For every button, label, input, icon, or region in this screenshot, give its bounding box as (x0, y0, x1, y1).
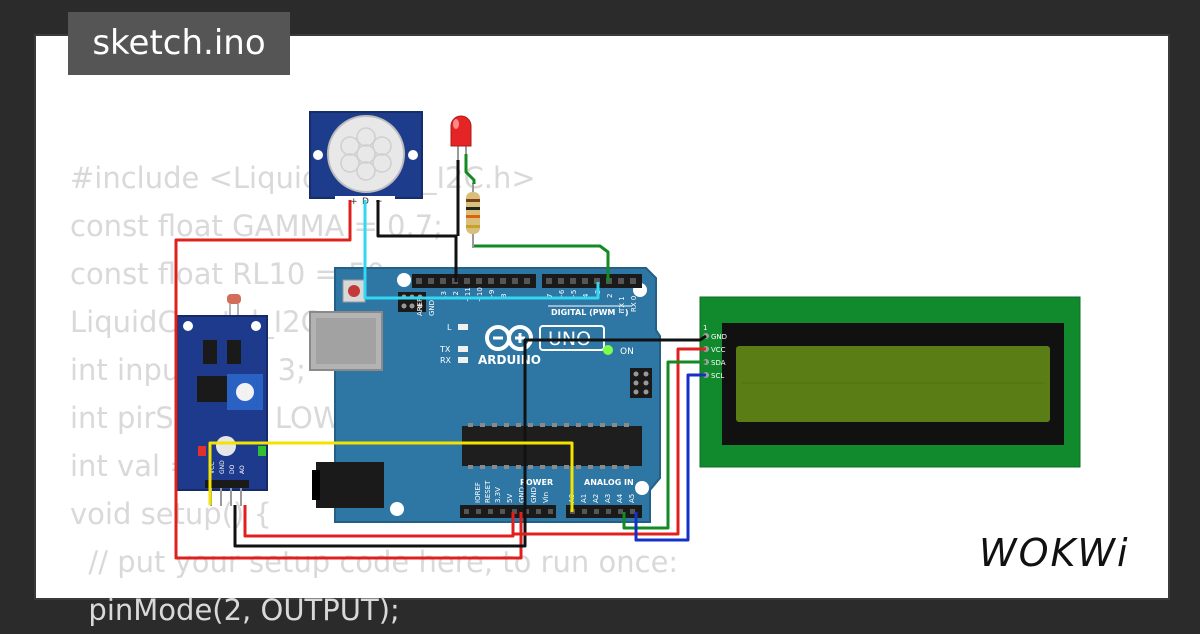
pin-label: 8 (500, 294, 508, 298)
code-line: // put your setup code here, to run once… (70, 545, 679, 579)
pin-label: A2 (592, 494, 600, 503)
digital-header[interactable] (412, 274, 642, 288)
digital-label: DIGITAL (PWM ~) (551, 308, 629, 317)
pin-label: 5V (506, 494, 514, 503)
pin-label: ~5 (570, 290, 578, 300)
wire-green-led[interactable] (464, 154, 476, 184)
pin-label: 7 (546, 294, 554, 298)
pin-label: 4 (582, 293, 590, 298)
resistor[interactable] (466, 183, 480, 248)
arduino-brand: ARDUINO (478, 353, 541, 367)
wire-black-pir-gnd[interactable] (376, 200, 458, 282)
pin-label: 2 (606, 294, 614, 298)
sketch-tab[interactable]: sketch.ino (68, 12, 290, 75)
pin-label: ~9 (488, 290, 496, 300)
pin-label: Vin (542, 492, 550, 503)
wire-blue-lcd-scl[interactable] (634, 373, 706, 542)
lcd-pin-label: VCC (711, 346, 726, 354)
pin-label: 13 (440, 291, 448, 300)
code-line: pinMode(2, OUTPUT); (70, 593, 400, 627)
lcd-1602-i2c[interactable]: 1 GND VCC SDA SCL (699, 296, 1081, 468)
pin-label: ~11 (464, 287, 472, 302)
analog-label: ANALOG IN (584, 478, 634, 487)
wire-red-module-vcc[interactable] (243, 505, 515, 538)
lcd-pin-label: GND (711, 333, 727, 341)
arduino-logo (485, 325, 533, 351)
pin-label: ~10 (476, 287, 484, 302)
red-led[interactable] (450, 115, 472, 160)
pin-label: A4 (616, 493, 624, 503)
l-led (458, 324, 468, 330)
pin-label: 3.3V (494, 487, 502, 503)
wire-green-led-d2[interactable] (474, 244, 610, 282)
module-pin-label: DO (229, 464, 236, 474)
wire-yellow-ao[interactable] (208, 441, 574, 512)
rx-led (458, 357, 468, 363)
pin-label: AREF (416, 298, 424, 316)
wire-green-lcd-sda[interactable] (622, 360, 706, 530)
arduino-uno-board[interactable]: AREF GND 13 12 ~11 ~10 ~9 8 7 ~6 ~5 4 ~3… (309, 267, 661, 523)
pin-label: A1 (580, 494, 588, 503)
power-led (603, 345, 613, 355)
module-pin-label: AO (239, 465, 246, 474)
module-pin-label: GND (219, 460, 226, 474)
pir-motion-sensor[interactable]: + D − (309, 111, 423, 207)
power-jack (316, 462, 384, 508)
wokwi-logo: WOKWi (979, 531, 1130, 575)
lcd-pin-label: SCL (711, 372, 724, 380)
pin-label: A3 (604, 494, 612, 503)
pin-label: IOREF (474, 482, 482, 503)
analog-header[interactable] (566, 505, 642, 518)
pin-label: ~6 (558, 289, 566, 300)
wire-red-lcd-vcc[interactable] (513, 347, 706, 536)
wokwi-logo-text: WOKWi (979, 531, 1130, 575)
pin-label: 12 (452, 291, 460, 300)
pin-label: TX 1 (618, 296, 626, 313)
pin-label: GND (518, 487, 526, 503)
pin-label: RESET (484, 480, 492, 503)
power-header[interactable] (460, 505, 556, 518)
code-line: void setup() { (70, 497, 272, 531)
light-sensor-module[interactable]: VCC GND DO AO (176, 294, 268, 506)
wire-red-5v[interactable] (174, 200, 523, 560)
wire-cyan-pir-signal[interactable] (363, 200, 600, 300)
tx-led-label: TX (439, 345, 451, 354)
pir-pin-label: + (350, 197, 358, 207)
icsp-header-2 (630, 368, 652, 398)
pin-label: GND (428, 300, 436, 316)
lcd-pin1-label: 1 (703, 324, 707, 332)
pin-label: A5 (628, 494, 636, 503)
l-led-label: L (447, 323, 452, 332)
power-label: POWER (520, 478, 553, 487)
lcd-pin-label: SDA (711, 359, 726, 367)
code-line: const float GAMMA = 0.7; (70, 209, 443, 243)
rx-led-label: RX (440, 356, 452, 365)
tx-led (458, 346, 468, 352)
sketch-tab-label: sketch.ino (92, 23, 266, 63)
pin-label: GND (530, 487, 538, 503)
module-pin-label: VCC (209, 462, 216, 474)
atmega-chip (462, 423, 642, 469)
pin-label: RX 0 (630, 296, 638, 312)
on-label: ON (620, 347, 634, 357)
